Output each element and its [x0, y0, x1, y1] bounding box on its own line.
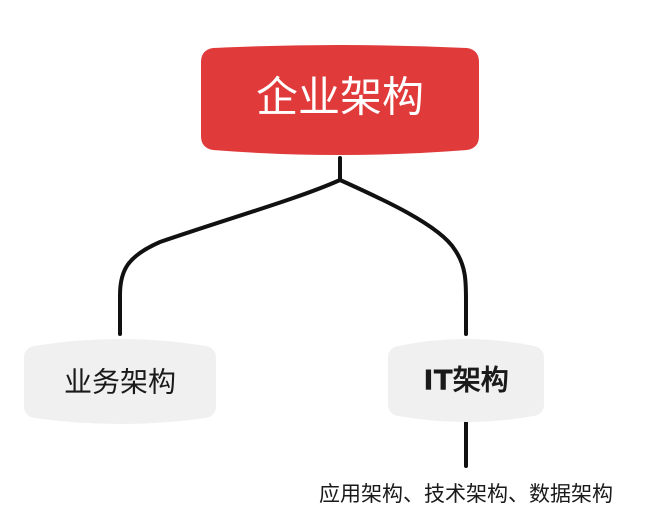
root-node-shape	[201, 45, 479, 155]
business-architecture-node-shape	[24, 339, 216, 424]
connector-root-to-it	[338, 178, 468, 336]
business-architecture-node[interactable]: 业务架构	[24, 339, 216, 424]
root-node-label: 企业架构	[256, 73, 424, 122]
connector-root-to-business	[118, 156, 342, 336]
it-architecture-node-shape	[388, 339, 544, 422]
it-architecture-node[interactable]: IT架构	[388, 339, 544, 422]
it-architecture-note: 应用架构、技术架构、数据架构	[319, 482, 613, 506]
business-architecture-node-label: 业务架构	[64, 366, 176, 399]
root-node[interactable]: 企业架构	[201, 45, 479, 155]
it-architecture-node-label: IT架构	[423, 364, 509, 397]
